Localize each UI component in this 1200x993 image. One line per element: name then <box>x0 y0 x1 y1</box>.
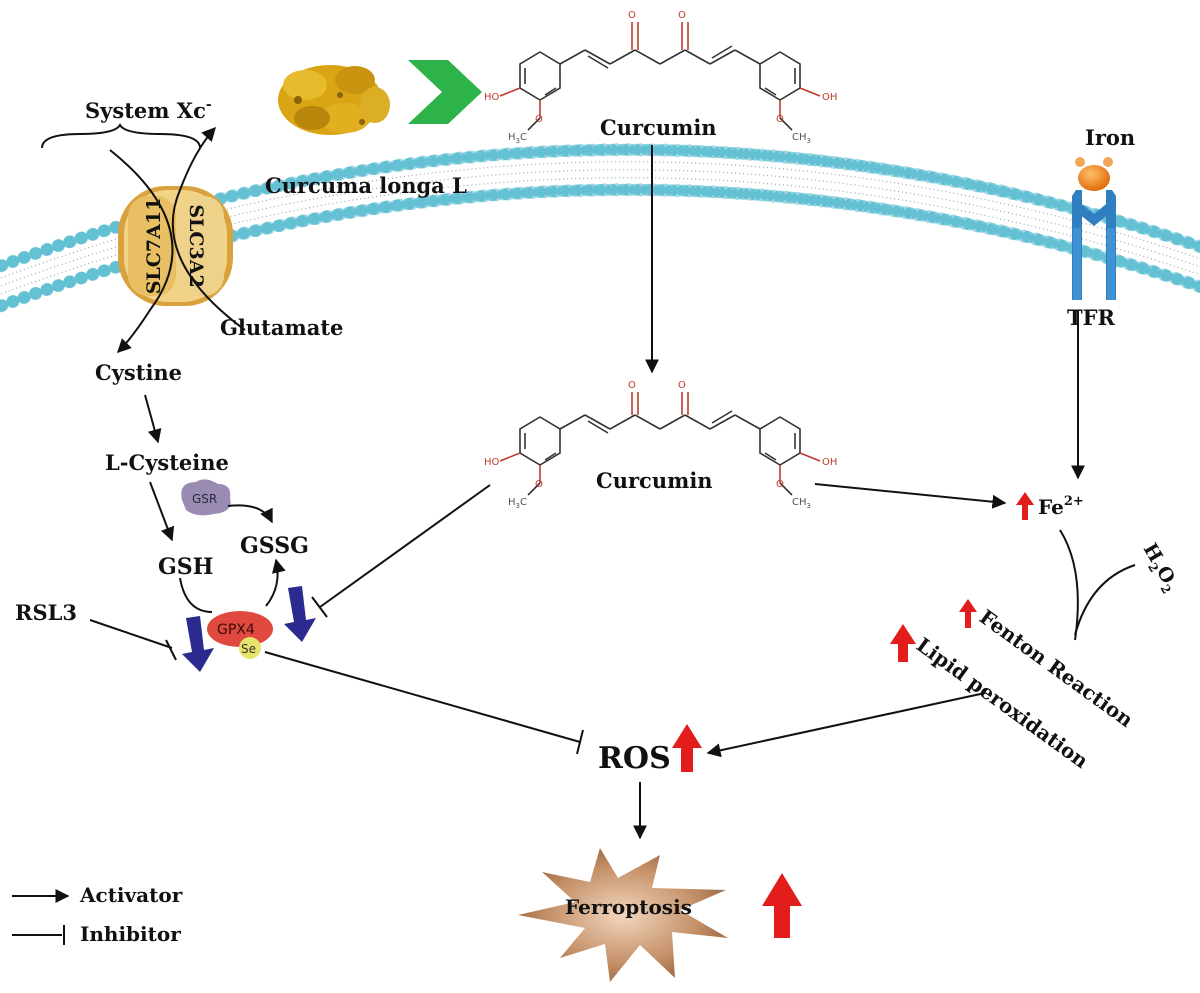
curcuma-to-curcumin-arrow <box>408 60 482 124</box>
gpx4-down-arrow-left <box>182 616 214 672</box>
iron-atom-icon <box>1075 157 1113 191</box>
gsh-cycle-left-arc <box>179 577 213 613</box>
gsr-label: GSR <box>192 492 217 506</box>
chem-ho-top: HO <box>484 92 500 103</box>
glutamate-label: Glutamate <box>220 315 343 340</box>
chem-o-3: O <box>535 114 543 125</box>
ros-label: ROS <box>598 741 671 776</box>
transferrin-receptor <box>1072 190 1116 300</box>
rsl3-label: RSL3 <box>15 600 77 625</box>
glutamate-export-arrow <box>171 126 246 331</box>
lipid-up-arrow <box>890 624 916 662</box>
chem-ch3-top: CH3 <box>792 132 811 145</box>
ferroptosis-label: Ferroptosis <box>565 895 692 919</box>
curcumin-mid-label: Curcumin <box>596 468 713 493</box>
fe2-label: Fe2+ <box>1038 494 1084 519</box>
gsh-cycle-top-arrow <box>227 504 273 524</box>
cystine-import-arrow <box>109 149 174 353</box>
curcumin-inhibit-gpx4-bar <box>311 596 328 618</box>
tfr-label: TFR <box>1067 305 1116 330</box>
chem-oh-mid: OH <box>822 457 837 468</box>
chem-ho-mid: HO <box>484 457 500 468</box>
gpx4-inhibit-ros-line <box>264 651 581 743</box>
rsl3-inhibit-line <box>89 619 173 649</box>
se-label: Se <box>241 642 256 656</box>
chem-oh-top: OH <box>822 92 837 103</box>
gsr-blob <box>181 479 231 516</box>
curcumin-structure-top <box>499 22 821 131</box>
legend: Activator Inhibitor <box>12 883 183 946</box>
chem-o-2: O <box>678 10 686 21</box>
chem-o-1: O <box>628 10 636 21</box>
fe-up-arrow <box>1016 492 1034 520</box>
slc3a2-label: SLC3A2 <box>185 204 207 287</box>
gssg-label: GSSG <box>240 533 309 559</box>
system-xc-brace <box>41 122 201 149</box>
slc7a11-label: SLC7A11 <box>143 198 165 295</box>
system-xc-label: System Xc- <box>85 97 212 123</box>
rsl3-inhibit-bar <box>165 639 177 661</box>
gpx4-inhibit-ros-bar <box>576 729 584 755</box>
gsh-cycle-right-arrow <box>265 558 286 607</box>
gpx4-down-arrow-right <box>284 586 316 642</box>
chem-h3c-top: H3C <box>508 132 527 145</box>
h2o2-curve <box>1074 564 1136 636</box>
cystine-to-cysteine-arrow <box>144 394 162 444</box>
curcuma-longa-image <box>278 65 390 135</box>
gpx4-blob <box>207 611 273 647</box>
lipid-to-ros-arrow <box>706 692 986 758</box>
chem-h3c-mid: H3C <box>508 497 527 510</box>
iron-label: Iron <box>1085 125 1135 150</box>
chem-o-6: O <box>678 380 686 391</box>
gpx4-label: GPX4 <box>217 622 255 638</box>
curcumin-inhibit-gpx4-line <box>319 484 491 608</box>
curcumin-structure-mid <box>499 392 821 496</box>
chem-o-4: O <box>776 114 784 125</box>
se-circle <box>239 637 261 659</box>
curcuma-longa-label: Curcuma longa L <box>265 173 467 198</box>
chem-o-5: O <box>628 380 636 391</box>
fe-to-fenton-curve <box>1059 529 1079 641</box>
ferroptosis-up-arrow <box>762 873 802 938</box>
curcumin-top-label: Curcumin <box>600 115 717 140</box>
chem-o-8: O <box>776 479 784 490</box>
fenton-up-arrow <box>959 599 977 628</box>
h2o2-label: H2O2 <box>1136 540 1183 597</box>
gsh-label: GSH <box>158 554 213 580</box>
chem-o-7: O <box>535 479 543 490</box>
l-cysteine-label: L-Cysteine <box>105 450 229 475</box>
ros-up-arrow <box>672 724 702 772</box>
cystine-label: Cystine <box>95 360 182 385</box>
legend-activator-label: Activator <box>79 883 183 907</box>
legend-inhibitor-label: Inhibitor <box>80 922 181 946</box>
cysteine-to-gsh-arrow <box>149 481 175 542</box>
ferroptosis-burst <box>518 848 728 982</box>
curcumin-to-fe-arrow <box>814 483 1007 509</box>
chem-ch3-mid: CH3 <box>792 497 811 510</box>
